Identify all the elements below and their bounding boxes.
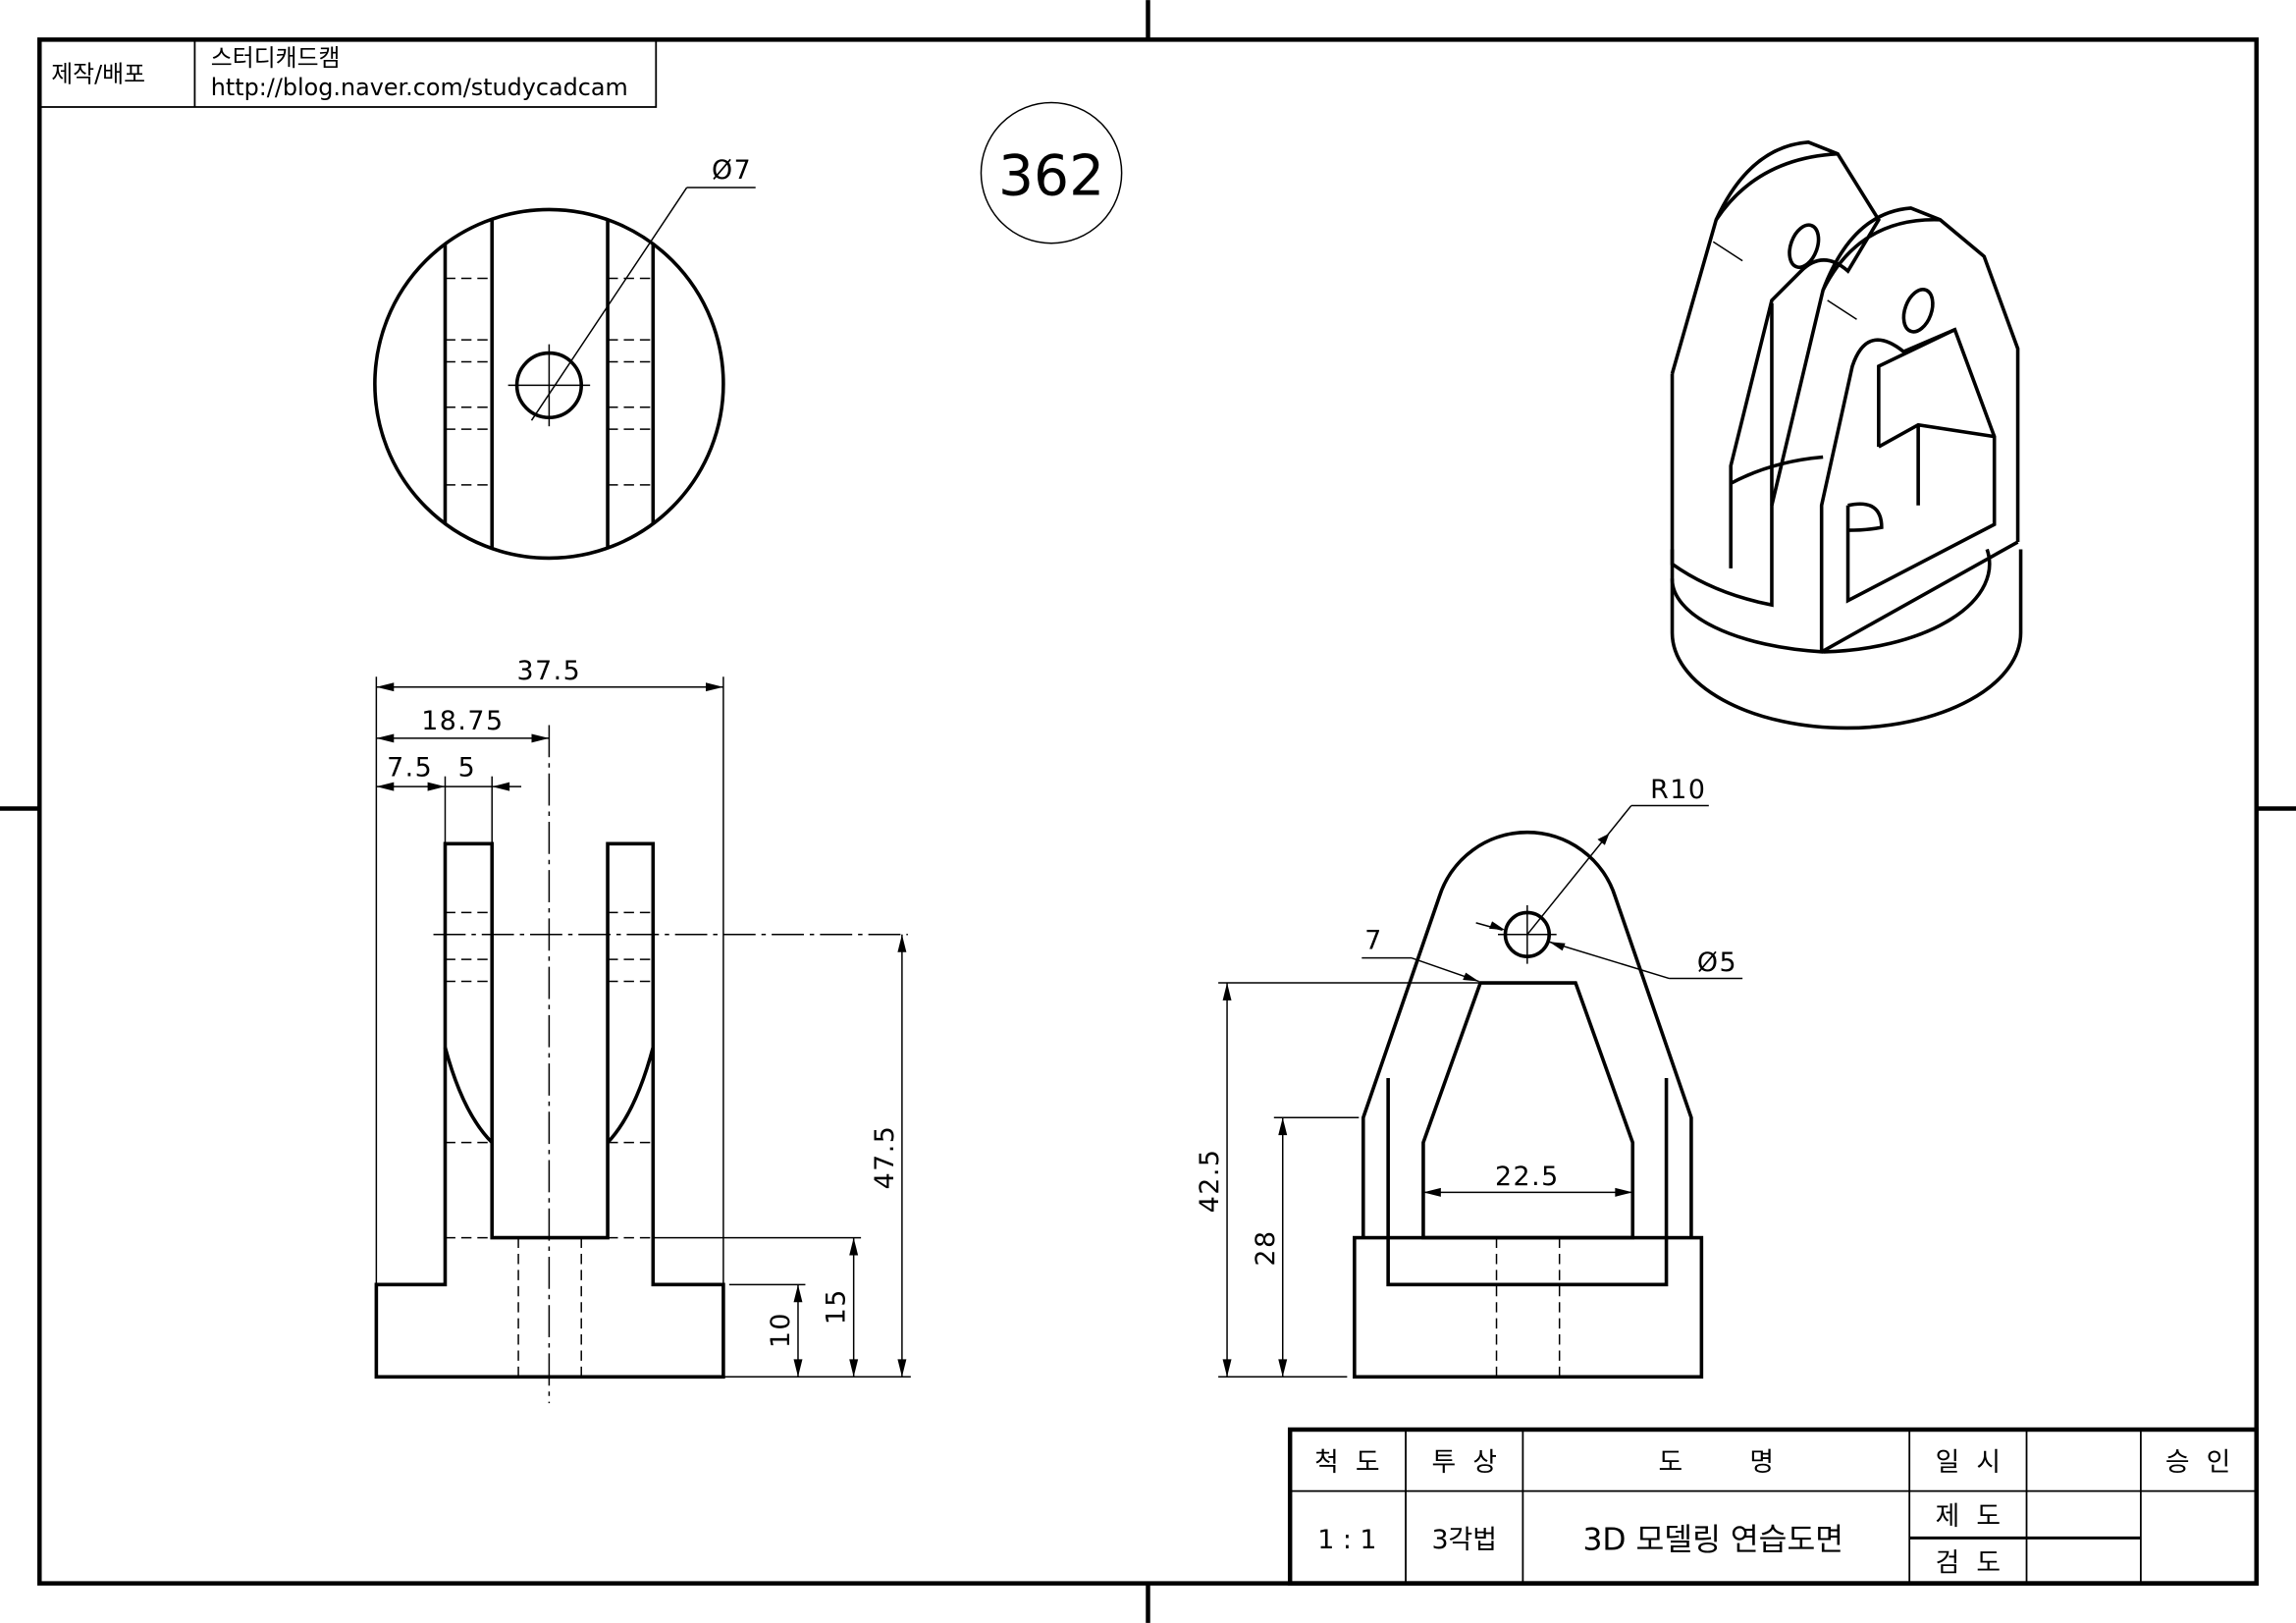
dim-width-total: 37.5 xyxy=(517,656,582,686)
title-value: 3D 모델링 연습도면 xyxy=(1583,1522,1844,1557)
projection-label: 투 상 xyxy=(1431,1447,1496,1478)
dim-base-step: 15 xyxy=(822,1288,852,1325)
top-view: Ø7 xyxy=(373,155,756,561)
title-block: 척 도 투 상 도 명 일 시 승 인 1 : 1 3각법 3D 모델링 연습도… xyxy=(1287,1427,2259,1586)
dim-base-height: 10 xyxy=(766,1312,796,1348)
date-label: 일 시 xyxy=(1936,1447,2001,1478)
drawing-number-badge: 362 xyxy=(980,101,1123,244)
isometric-view xyxy=(1670,139,2023,730)
dim-side-lower: 28 xyxy=(1251,1229,1281,1266)
approve-label: 승 인 xyxy=(2165,1447,2230,1478)
front-view: 37.5 18.75 7.5 5 47.5 15 10 xyxy=(374,656,911,1404)
scale-value: 1 : 1 xyxy=(1317,1525,1376,1555)
dim-height-total: 47.5 xyxy=(870,1125,900,1190)
checked-label: 검 도 xyxy=(1936,1548,2001,1579)
producer-label: 제작/배포 xyxy=(51,61,145,88)
dim-pin-hole: Ø5 xyxy=(1697,947,1737,978)
dim-arm-thickness: 5 xyxy=(458,753,477,784)
iso-tangent-lines xyxy=(1712,241,1857,320)
producer-url: http://blog.naver.com/studycadcam xyxy=(211,74,628,101)
dim-offset: 7.5 xyxy=(387,753,433,784)
title-label: 도 명 xyxy=(1658,1447,1774,1478)
drawing-number: 362 xyxy=(998,143,1104,208)
dim-side-height: 42.5 xyxy=(1195,1149,1225,1214)
dim-inner-width: 22.5 xyxy=(1495,1162,1560,1192)
dim-top-hole: Ø7 xyxy=(712,155,752,186)
producer-name: 스터디캐드캠 xyxy=(211,44,341,72)
side-view: R10 Ø5 7 22.5 42.5 28 xyxy=(1195,775,1743,1380)
dim-radius: R10 xyxy=(1650,775,1706,805)
drafted-label: 제 도 xyxy=(1936,1501,2001,1532)
projection-value: 3각법 xyxy=(1431,1525,1496,1555)
producer-box: 제작/배포 스터디캐드캠 http://blog.naver.com/study… xyxy=(38,38,658,108)
dim-arm-wall: 7 xyxy=(1364,926,1383,956)
dim-width-half: 18.75 xyxy=(421,706,504,736)
scale-label: 척 도 xyxy=(1314,1447,1379,1478)
